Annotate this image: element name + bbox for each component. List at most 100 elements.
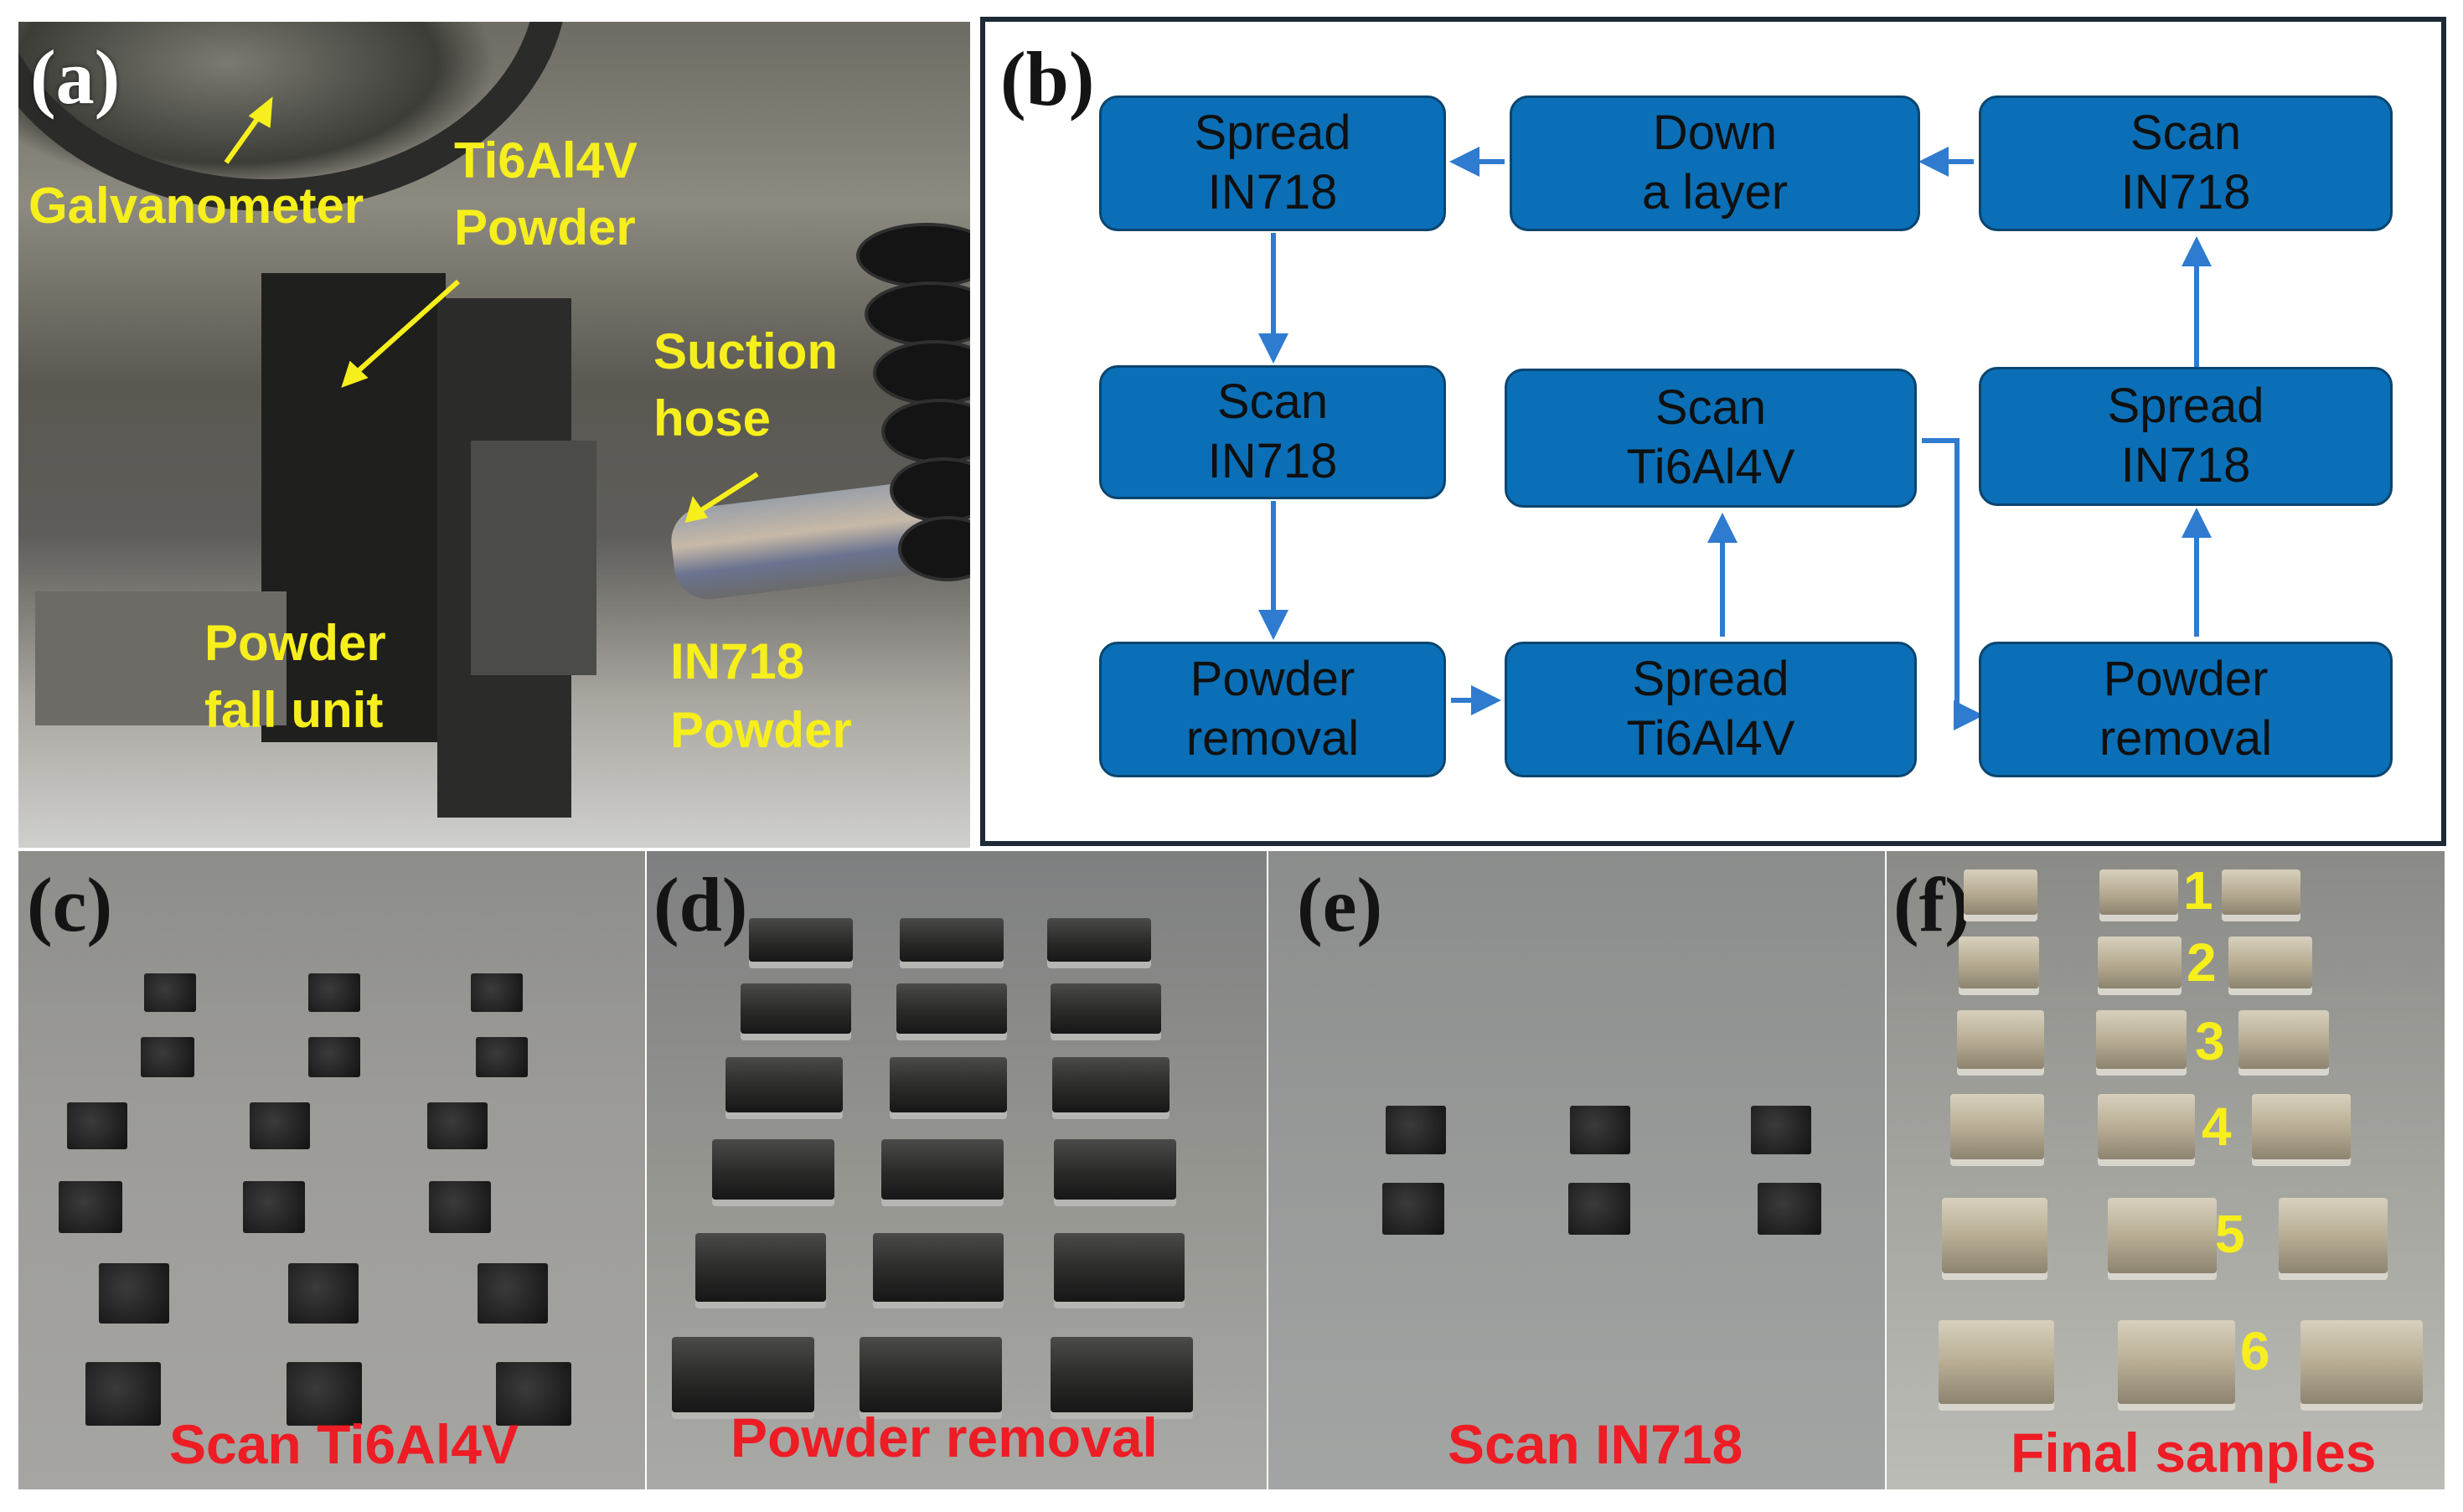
panel-b-letter: (b) <box>1000 36 1095 121</box>
exposed-sample <box>881 1139 1004 1200</box>
sample-number-2: 2 <box>2187 932 2217 993</box>
final-sample <box>2118 1320 2235 1404</box>
scan-square <box>308 1037 360 1077</box>
panel-a-letter: (a) <box>30 34 121 120</box>
exposed-sample <box>749 918 853 962</box>
exposed-sample <box>741 983 851 1034</box>
exposed-sample <box>1047 918 1151 962</box>
panel-f-final-samples-photo: (f) 1 2 3 4 5 6 Final samples <box>1887 851 2445 1489</box>
scan-square <box>243 1181 305 1233</box>
coiled-cable-6 <box>898 516 970 581</box>
final-sample <box>1942 1198 2047 1273</box>
scan-square <box>496 1362 571 1426</box>
final-sample <box>2098 1094 2195 1159</box>
scan-square <box>287 1362 362 1426</box>
scan-square <box>99 1263 169 1324</box>
scan-square <box>250 1102 310 1149</box>
final-sample <box>2279 1198 2388 1273</box>
exposed-sample <box>873 1233 1004 1302</box>
final-sample <box>2300 1320 2423 1404</box>
final-sample <box>2222 870 2300 915</box>
exposed-sample <box>1054 1139 1176 1200</box>
scan-square <box>427 1102 488 1149</box>
panel-c-caption: Scan Ti6Al4V <box>169 1413 519 1475</box>
scan-square <box>1751 1106 1811 1154</box>
final-sample <box>1964 870 2037 915</box>
sample-number-1: 1 <box>2183 860 2213 921</box>
exposed-sample <box>712 1139 834 1200</box>
final-sample <box>2096 1010 2187 1069</box>
panel-e-scan-in718-photo: (e) Scan IN718 <box>1268 851 1885 1489</box>
scan-square <box>1382 1183 1444 1235</box>
exposed-sample <box>1054 1233 1185 1302</box>
label-powder-fall-line1: Powder <box>204 615 386 671</box>
panel-a-machine-photo: (a) Galvanometer Ti6Al4V Powder Suction … <box>18 22 970 848</box>
scan-square <box>85 1362 161 1426</box>
sample-number-6: 6 <box>2240 1321 2270 1381</box>
final-sample <box>2098 937 2182 988</box>
scan-square <box>308 973 360 1012</box>
panel-d-letter: (d) <box>653 862 748 947</box>
powder-fall-device <box>35 591 287 725</box>
scan-square <box>144 973 196 1012</box>
exposed-sample <box>860 1337 1002 1412</box>
final-sample <box>1950 1094 2044 1159</box>
final-sample <box>2228 937 2312 988</box>
label-in718-powder-line1: IN718 <box>670 633 805 689</box>
sample-number-5: 5 <box>2215 1204 2245 1264</box>
label-in718-powder-line2: Powder <box>670 702 852 758</box>
powder-hopper <box>261 273 446 742</box>
panel-f-letter: (f) <box>1893 862 1970 947</box>
exposed-sample <box>725 1057 843 1112</box>
panel-a-pointer-arrows <box>224 96 759 524</box>
final-sample <box>2099 870 2178 915</box>
final-sample <box>2252 1094 2351 1159</box>
panel-e-letter: (e) <box>1297 862 1383 947</box>
panel-f-caption: Final samples <box>2011 1422 2377 1484</box>
exposed-sample <box>672 1337 814 1412</box>
exposed-sample <box>1051 1337 1193 1412</box>
final-sample <box>1959 937 2039 988</box>
panel-e-caption: Scan IN718 <box>1448 1413 1743 1475</box>
exposed-sample <box>896 983 1007 1034</box>
scan-square <box>1568 1183 1630 1235</box>
label-galvanometer: Galvanometer <box>28 178 364 234</box>
exposed-sample <box>900 918 1004 962</box>
nozzle-body <box>471 441 596 675</box>
panel-d-powder-removal-photo: (d) Powder removal <box>647 851 1267 1489</box>
scan-square <box>1758 1183 1821 1235</box>
label-suction-line1: Suction <box>653 323 838 379</box>
exposed-sample <box>1052 1057 1170 1112</box>
final-sample <box>1939 1320 2054 1404</box>
panel-c-scan-ti6al4v-photo: (c) Scan Ti6Al4V <box>18 851 645 1489</box>
label-powder-fall-line2: fall unit <box>204 682 384 738</box>
scan-square <box>67 1102 127 1149</box>
scan-square <box>59 1181 122 1233</box>
final-sample <box>2108 1198 2217 1273</box>
panel-c-letter: (c) <box>27 862 113 947</box>
scan-square <box>471 973 523 1012</box>
scan-square <box>1386 1106 1446 1154</box>
exposed-sample <box>695 1233 826 1302</box>
sample-number-4: 4 <box>2202 1097 2232 1157</box>
scan-square <box>288 1263 359 1324</box>
scan-square <box>1570 1106 1630 1154</box>
final-sample <box>2238 1010 2329 1069</box>
exposed-sample <box>1051 983 1161 1034</box>
sample-number-3: 3 <box>2195 1011 2225 1071</box>
flowchart-arrows <box>1258 147 2212 730</box>
final-sample <box>1957 1010 2044 1069</box>
scan-square <box>478 1263 548 1324</box>
exposed-sample <box>890 1057 1007 1112</box>
scan-square <box>141 1037 194 1077</box>
arrow-scan-ti-to-removal <box>1922 438 1984 730</box>
